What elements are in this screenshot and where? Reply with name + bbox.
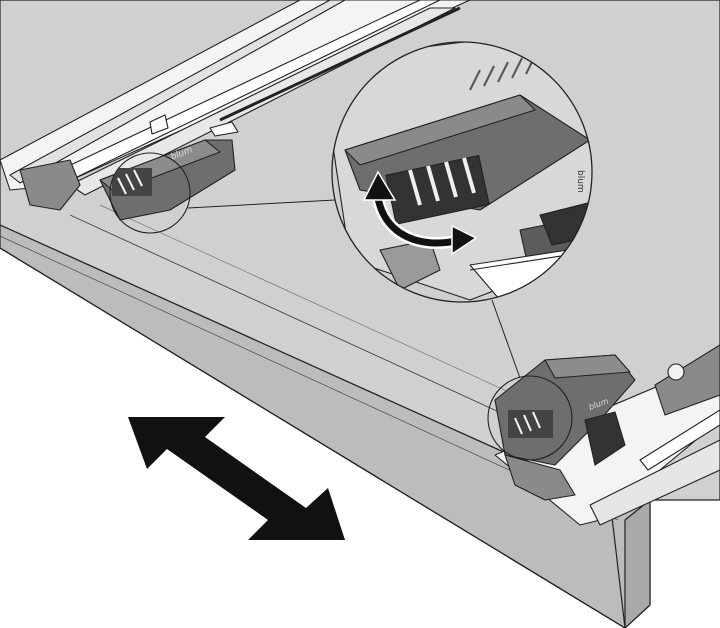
curved-double-arrow-icon bbox=[362, 170, 478, 256]
left-runner-rail bbox=[0, 0, 471, 196]
double-arrow-icon bbox=[128, 417, 345, 540]
detail-lens-right bbox=[487, 375, 573, 461]
right-locking-device: blum bbox=[494, 354, 636, 501]
callout-line-right bbox=[491, 299, 521, 379]
left-locking-device: blum bbox=[19, 139, 236, 221]
brand-mark-zoom: blum bbox=[575, 170, 585, 193]
detail-lens-left bbox=[109, 152, 191, 234]
callout-line-left bbox=[187, 199, 336, 209]
